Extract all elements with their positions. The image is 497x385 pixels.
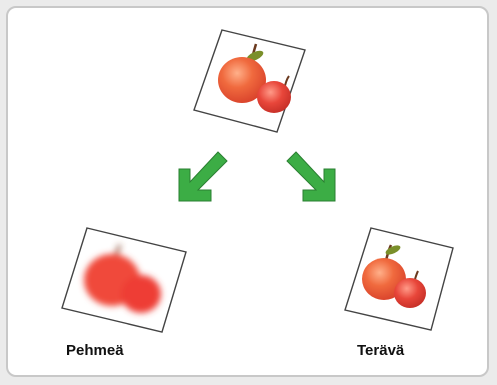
down-right-arrow-icon [286, 151, 336, 202]
soft-photo-icon [61, 227, 187, 333]
soft-label: Pehmeä [66, 342, 124, 359]
original-photo-icon [193, 29, 306, 133]
down-left-arrow-icon [178, 151, 228, 202]
sharp-photo-icon [344, 227, 454, 331]
sharp-label: Terävä [357, 342, 405, 359]
